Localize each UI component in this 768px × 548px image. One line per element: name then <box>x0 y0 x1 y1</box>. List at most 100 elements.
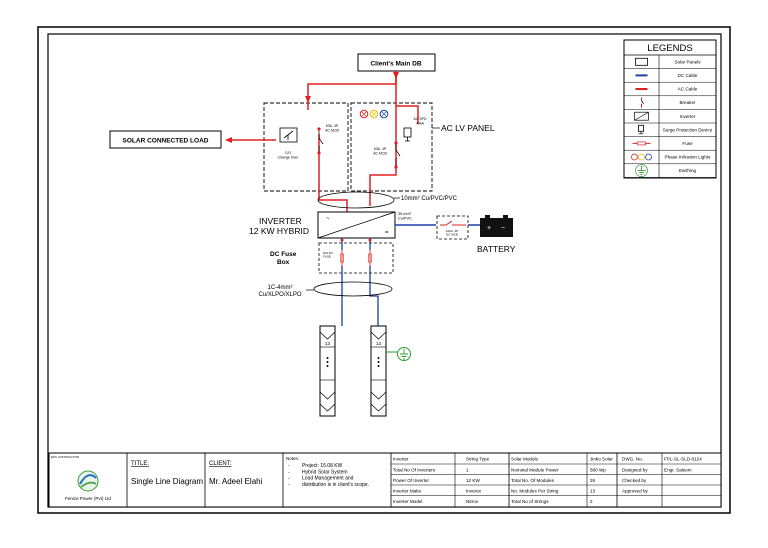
arrow-icon <box>305 96 311 103</box>
inverter-table-cell: 1 <box>466 468 469 473</box>
phase-lights-icon <box>631 153 652 161</box>
legend-label: Earthing <box>679 168 697 173</box>
string1-count: 13 <box>325 341 331 346</box>
fuse-icon <box>340 253 344 263</box>
terminal-dot <box>317 151 321 155</box>
spd-icon <box>638 124 644 135</box>
legend-label: Fuse <box>682 141 693 146</box>
inverter-table-cell: Inverex <box>466 489 482 494</box>
module-table-cell: No. Modules Per String <box>511 489 559 494</box>
pv-string-2: 13 <box>370 325 387 417</box>
mcb1-symbol <box>318 130 324 152</box>
fuse-icon <box>368 253 372 263</box>
spd-icon <box>403 127 412 138</box>
client-label: CLIENT: <box>209 461 232 467</box>
changeover-line: Change Over <box>278 156 300 160</box>
inverter-table-cell: 12 KW <box>466 478 480 483</box>
client-value: Mr. Adeel Elahi <box>209 477 263 486</box>
legend-label: Solar Panels <box>674 59 701 64</box>
note-line: Project: 15.08 KW <box>302 463 343 469</box>
solar-panel-icon <box>635 57 648 66</box>
legend-label: Surge Protection Device <box>663 127 713 132</box>
dwg-table-cell: FPL-SL-SLD-0124 <box>664 457 702 462</box>
inverter-table-cell: Inverter <box>393 457 409 462</box>
inverter-table-cell: Inverter Model <box>393 499 422 504</box>
module-table-cell: Total No of Strings <box>511 499 549 504</box>
arrow-icon <box>393 72 399 79</box>
inverter-icon <box>634 111 649 121</box>
module-table-cell: 26 <box>590 478 596 483</box>
ac-cable-db-to-inverter <box>369 71 397 206</box>
dwg-table-cell: Approved by <box>622 489 648 494</box>
changeover-panel-box <box>263 102 349 192</box>
inverter-subtitle: 12 KW HYBRID <box>249 226 309 236</box>
legend-label: AC Cable <box>678 87 698 92</box>
inverter-ac-symbol: ~ <box>326 216 330 222</box>
note-line: Hybrid Solar System <box>302 469 348 475</box>
ac-lv-panel-box <box>350 102 433 192</box>
legend-label: Phase Inilcation Lights <box>665 155 712 160</box>
title-value: Single Line Diagram <box>131 477 203 486</box>
contractor-label: EPC CONTRACTOR <box>51 455 80 459</box>
outer-border <box>37 26 731 514</box>
battery-minus: − <box>501 225 505 232</box>
inverter-table-cell: String Type <box>466 457 490 462</box>
inverter-table-cell: Total No Of Inverters <box>393 468 436 473</box>
dwg-table-cell: Checked by <box>622 478 647 483</box>
ac-cable-spd <box>396 105 419 124</box>
string2-count: 13 <box>376 341 382 346</box>
note-line: distribution is in client's scope. <box>302 482 369 488</box>
module-table-cell: Total No. Of Modules <box>511 478 555 483</box>
company-logo-icon <box>77 470 99 492</box>
note-bullet: - <box>288 469 290 475</box>
earthing-icon <box>635 164 648 177</box>
solar-load-box <box>109 130 222 149</box>
mcb2-symbol <box>395 144 401 166</box>
inverter-table-cell: Nitrox <box>466 499 479 504</box>
ac-cable-label: 10mm² Cu/PVC/PVC <box>401 196 458 202</box>
solar-load-label: SOLAR CONNECTED LOAD <box>123 138 209 145</box>
module-table-cell: 580 Wp <box>590 468 606 473</box>
note-line: Load Management and <box>302 476 354 482</box>
dwg-table-cell: Designed by <box>622 468 648 473</box>
legend-label: Inverter <box>680 114 696 119</box>
changeover-contact-icon <box>283 130 294 140</box>
battery-mcb-box <box>436 215 469 240</box>
terminal-dot <box>317 127 321 131</box>
module-table-cell: Jinko Solar <box>590 457 613 462</box>
pv-string-1: 13 <box>319 325 336 417</box>
note-bullet: - <box>288 463 290 469</box>
fuse-group <box>341 250 371 266</box>
terminal-dot <box>394 141 398 145</box>
dwg-table-cell: DWG. No. <box>622 457 643 462</box>
ac-cable-changeover-to-inverter <box>318 134 348 212</box>
battery-label: BATTERY <box>477 244 516 254</box>
ac-lv-panel-label: AC LV PANEL <box>441 123 495 133</box>
fuse-icon <box>632 141 651 146</box>
note-bullet: - <box>288 482 290 488</box>
legend-label: DC Cable <box>678 73 698 78</box>
legend-label: Breaker <box>679 100 696 105</box>
company-name: Fenize Power (Pvt) Ltd <box>65 496 111 501</box>
battery-icon <box>480 218 513 237</box>
dwg-table-cell: Engr. Saleem <box>664 468 692 473</box>
arrow-icon <box>225 137 232 143</box>
dc-cable-callout <box>313 281 393 297</box>
note-bullet: - <box>288 476 290 482</box>
battery-plus: + <box>487 225 491 232</box>
breaker-icon <box>641 97 644 108</box>
notes-label: Notes: <box>286 456 299 461</box>
main-db-label: Client's Main DB <box>370 61 421 68</box>
changeover-line: C/O <box>285 151 292 155</box>
